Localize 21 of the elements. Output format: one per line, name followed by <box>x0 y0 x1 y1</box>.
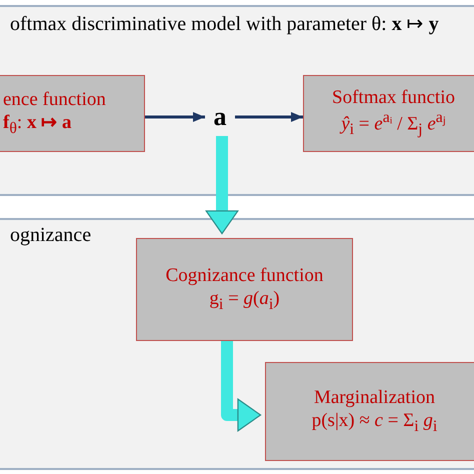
box-title: ence function <box>3 88 106 112</box>
box-title: Softmax functio <box>332 86 455 110</box>
panel-heading: ognizance <box>10 224 92 247</box>
formula: f$_{θ}$: x ↦ a <box>3 112 72 138</box>
block-arrow <box>206 136 238 234</box>
variable-text: a <box>214 102 226 132</box>
block-arrow <box>221 341 262 432</box>
box-title: Marginalization <box>314 386 435 410</box>
arrow <box>235 112 303 122</box>
formula: p(s|x) ≈ c = Σ$_{i}$ g$_{i}$ <box>312 410 438 436</box>
function-box <box>136 238 353 341</box>
panel-heading: oftmax discriminative model with parameter θ: x ↦ y <box>10 12 439 36</box>
formula: ŷ$_{i}$ = e$^{aᵢ}$ / Σ$_{j}$ e$^{aⱼ}$ <box>341 109 446 140</box>
function-box <box>0 75 145 152</box>
section-panel <box>0 218 474 470</box>
function-box <box>303 75 474 152</box>
section-panel <box>0 5 474 196</box>
function-box <box>265 362 474 461</box>
box-title: Cognizance function <box>166 264 324 288</box>
formula: g$_{i}$ = g(a$_{i}$) <box>209 288 280 314</box>
arrow <box>145 112 205 122</box>
